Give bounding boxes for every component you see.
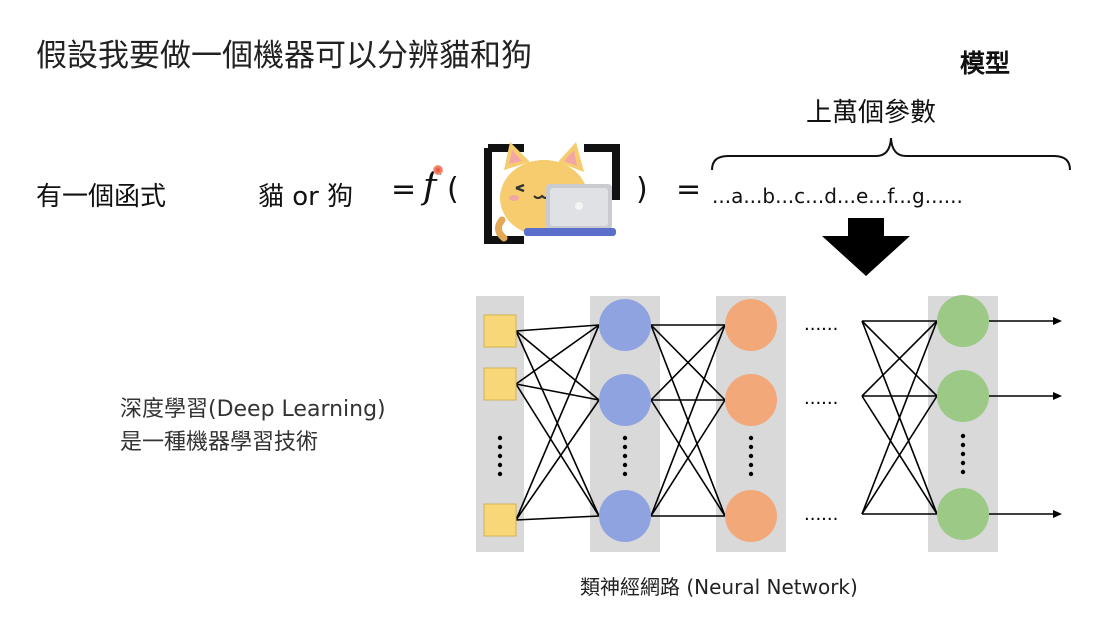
connection-line	[515, 324, 600, 332]
params-count-label: 上萬個參數	[806, 98, 937, 128]
connection-line	[650, 324, 726, 517]
cat-with-laptop-icon	[484, 142, 620, 244]
down-arrow-icon	[822, 218, 910, 276]
network-connections	[515, 320, 938, 521]
cat-or-dog-output: 貓 or 狗	[258, 182, 354, 212]
connection-line	[515, 399, 600, 521]
neuron-node	[725, 490, 777, 542]
output-arrowhead	[1053, 392, 1062, 400]
connection-line	[861, 395, 938, 515]
output-arrowhead	[1053, 317, 1062, 325]
input-node	[483, 367, 517, 401]
layers-ellipsis: ......	[804, 504, 838, 525]
layer2-nodes	[725, 299, 777, 542]
deep-learning-desc: 是一種機器學習技術	[120, 430, 319, 455]
layer1-nodes	[599, 299, 651, 542]
network-caption: 類神經網路 (Neural Network)	[580, 575, 858, 599]
connection-line	[515, 383, 600, 517]
neuron-node	[937, 370, 989, 422]
layers-ellipsis: ......	[804, 388, 838, 409]
slide-title: 假設我要做一個機器可以分辨貓和狗	[36, 38, 532, 74]
neuron-node	[599, 374, 651, 426]
connection-line	[861, 320, 938, 515]
params-sequence: ...a...b...c...d...e...f...g......	[712, 184, 963, 208]
connection-line	[650, 324, 726, 401]
input-node	[483, 314, 517, 348]
output-arrowhead	[1053, 510, 1062, 518]
connection-line	[650, 399, 726, 517]
equals-sign-2: =	[676, 172, 702, 207]
connection-line	[515, 515, 600, 521]
connection-line	[515, 330, 600, 401]
input-node	[483, 503, 517, 537]
connection-line	[515, 383, 600, 401]
left-paren: (	[447, 172, 459, 207]
function-symbol: f	[423, 166, 437, 207]
output-arrows	[989, 317, 1062, 518]
neuron-node	[599, 490, 651, 542]
deep-learning-label: 深度學習(Deep Learning)	[120, 397, 386, 422]
equals-sign: =	[391, 172, 417, 207]
neuron-node	[725, 299, 777, 351]
pointer-dot	[433, 165, 443, 175]
connection-line	[515, 324, 600, 385]
output-nodes	[937, 295, 989, 540]
connection-line	[515, 324, 600, 521]
neuron-node	[725, 374, 777, 426]
vertical-dots	[497, 433, 966, 477]
input-nodes	[483, 314, 517, 537]
layers-ellipsis: ......	[804, 314, 838, 335]
connection-line	[861, 320, 938, 397]
neuron-node	[937, 488, 989, 540]
neural-network-diagram: ...... ...... ......	[476, 295, 1062, 552]
right-paren: )	[636, 172, 648, 207]
model-label: 模型	[960, 49, 1011, 78]
neuron-node	[599, 299, 651, 351]
neuron-node	[937, 295, 989, 347]
function-intro: 有一個函式	[36, 182, 167, 212]
params-brace	[711, 137, 1071, 171]
